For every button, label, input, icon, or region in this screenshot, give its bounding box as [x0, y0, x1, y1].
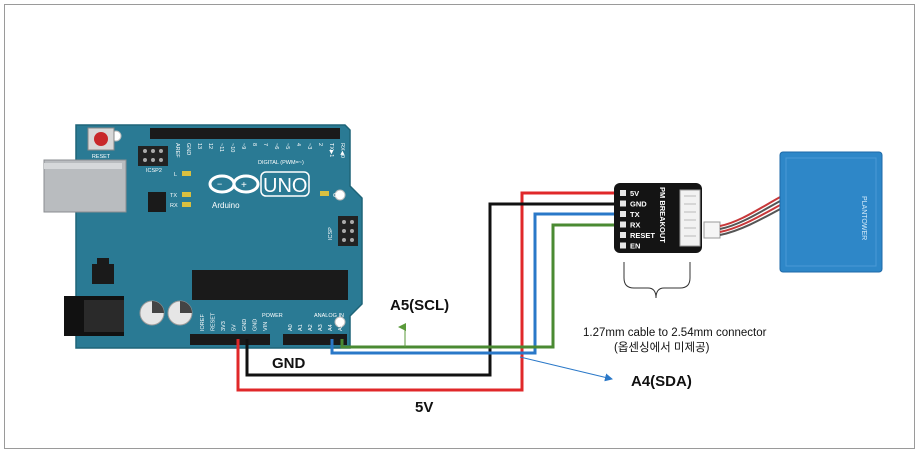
wires: [236, 191, 616, 392]
power-pin-label: RESET: [211, 312, 217, 331]
breakout-title: PM BREAKOUT: [658, 187, 667, 243]
power-pin-label: GND: [242, 319, 248, 331]
digital-pin-label: ~9: [240, 143, 246, 149]
uno-label: UNO: [263, 175, 307, 197]
digital-pin-label: TX▶1: [328, 143, 334, 157]
usb-chip: [148, 192, 166, 212]
digital-pin-label: 4: [295, 143, 301, 146]
digital-pin-label: ~3: [306, 143, 312, 149]
digital-pin-label: ~5: [284, 143, 290, 149]
cable-note-ko: (옵센싱에서 미제공): [614, 341, 710, 354]
power-pin-label: VIN: [263, 322, 269, 331]
cable-note: 1.27mm cable to 2.54mm connector: [583, 327, 767, 339]
breakout-pin-label: TX: [630, 210, 640, 219]
power-label: POWER: [262, 313, 283, 319]
analog-label: ANALOG IN: [314, 313, 344, 319]
sensor-brand: PLANTOWER: [860, 196, 867, 240]
breakout-pin-pad: [620, 242, 626, 249]
tx-led-label: TX: [170, 193, 177, 199]
icsp-header: [338, 216, 358, 246]
digital-label: DIGITAL (PWM=~): [258, 160, 304, 166]
l-led-label: L: [174, 172, 177, 178]
digital-header: [150, 128, 340, 139]
gnd-label: GND: [272, 355, 306, 372]
cable-bracket: [623, 262, 691, 299]
breakout-pin-pad: [620, 221, 626, 228]
svg-text:−: −: [217, 179, 222, 189]
power-pin-label: IOREF: [200, 314, 206, 331]
analog-pin-label: A2: [308, 324, 314, 331]
breakout-pin-label: EN: [630, 242, 640, 251]
power-pin-label: 5V: [232, 324, 238, 331]
digital-pin-label: ~6: [273, 143, 279, 149]
analog-pin-label: A4: [328, 324, 334, 331]
breakout-pin-pad: [620, 190, 626, 196]
digital-pin-label: 8: [251, 143, 257, 146]
voltage-regulator: [92, 264, 114, 284]
digital-pin-label: RX◀0: [339, 143, 345, 158]
rx-led-label: RX: [170, 203, 178, 209]
digital-pin-label: GND: [185, 143, 191, 155]
breakout-pin-pad: [620, 232, 626, 238]
wire-sda: [330, 212, 616, 355]
sda-arrow: [519, 356, 613, 382]
diagram-frame: [4, 4, 915, 449]
analog-pin-labels: A0 A1 A2 A3 A4 A5: [288, 324, 344, 331]
power-pin-label: 3V3: [221, 321, 227, 331]
5v-label: 5V: [415, 399, 433, 416]
digital-pin-labels: AREF GND 13 12 ~11 ~10 ~9 8 7 ~6 ~5 4 ~3 2 TX▶1 RX◀0: [174, 143, 345, 158]
a4-sda-label: A4(SDA): [631, 373, 692, 390]
digital-pin-label: 12: [207, 143, 213, 149]
breakout-pin-pad: [620, 211, 626, 217]
analog-pin-label: A1: [298, 324, 304, 331]
analog-header: [283, 334, 347, 345]
a5-scl-label: A5(SCL): [390, 297, 449, 314]
breakout-pin-label: 5V: [630, 189, 639, 198]
digital-pin-label: ~11: [218, 143, 224, 152]
breakout-pin-pad: [620, 200, 626, 207]
on-led-label: ON: [333, 193, 341, 199]
digital-pin-label: 7: [262, 143, 268, 146]
analog-pin-label: A3: [318, 324, 324, 331]
icsp2-header: [138, 146, 168, 166]
breakout-pin-label: RX: [630, 221, 640, 230]
pm-sensor: PLANTOWER: [779, 151, 883, 273]
sensor-cable: [703, 195, 783, 239]
power-header: [190, 334, 270, 345]
power-pin-label: GND: [253, 319, 259, 331]
icsp2-label: ICSP2: [146, 168, 162, 174]
microcontroller-chip: [192, 270, 348, 300]
wire-gnd: [245, 202, 616, 377]
power-pin-labels: IOREF RESET 3V3 5V GND GND VIN: [200, 312, 269, 331]
wire-scl: [340, 223, 616, 349]
arduino-label: Arduino: [212, 201, 240, 210]
digital-pin-label: 2: [317, 143, 323, 146]
digital-pin-label: ~10: [229, 143, 235, 152]
digital-pin-label: AREF: [174, 143, 180, 158]
reset-label: RESET: [92, 154, 111, 160]
breakout-connector: [679, 189, 701, 247]
breakout-pin-label: RESET: [630, 231, 655, 240]
digital-pin-label: 13: [196, 143, 202, 149]
icsp-label: ICSP: [328, 227, 334, 240]
svg-text:+: +: [241, 180, 247, 191]
breakout-pin-label: GND: [630, 200, 647, 209]
analog-pin-label: A0: [288, 324, 294, 331]
analog-pin-label: A5: [338, 324, 344, 331]
wire-5v: [236, 191, 616, 392]
arduino-logo: − +: [208, 174, 260, 194]
